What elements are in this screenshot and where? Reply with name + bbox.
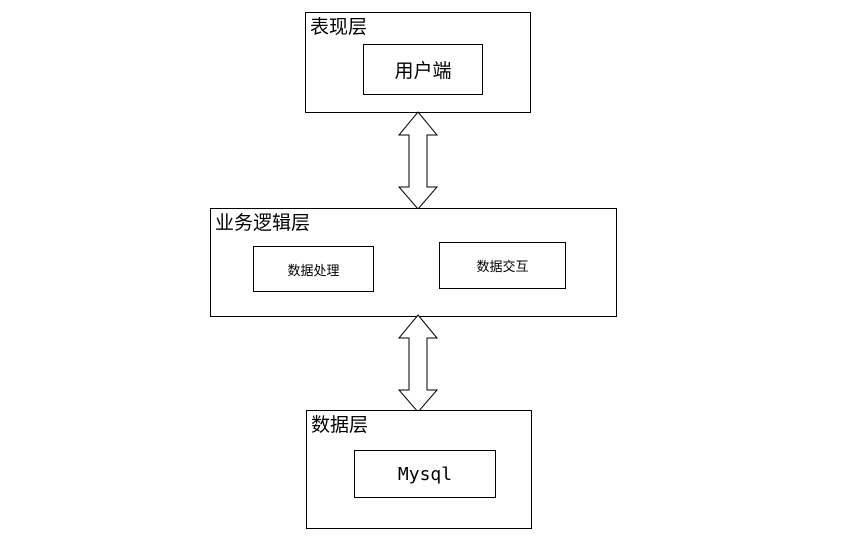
data-interaction-label: 数据交互	[476, 260, 529, 275]
business-layer-title: 业务逻辑层	[215, 212, 311, 234]
presentation-layer-title: 表现层	[310, 16, 368, 38]
arrow-shape	[397, 314, 439, 413]
data-layer-box: 数据层 Mysql	[306, 410, 532, 529]
business-layer-box: 业务逻辑层 数据处理 数据交互	[210, 208, 617, 317]
client-label: 用户端	[394, 60, 452, 82]
data-processing-box: 数据处理	[253, 246, 374, 292]
mysql-label: Mysql	[397, 463, 453, 485]
mysql-box: Mysql	[354, 450, 496, 498]
data-interaction-box: 数据交互	[439, 242, 566, 289]
bidirectional-arrow-icon	[397, 111, 439, 210]
arrow-shape	[397, 111, 439, 210]
bidirectional-arrow-icon	[397, 314, 439, 413]
presentation-layer-box: 表现层 用户端	[305, 12, 531, 113]
client-box: 用户端	[363, 44, 483, 95]
data-processing-label: 数据处理	[287, 263, 340, 279]
data-layer-title: 数据层	[311, 414, 369, 436]
